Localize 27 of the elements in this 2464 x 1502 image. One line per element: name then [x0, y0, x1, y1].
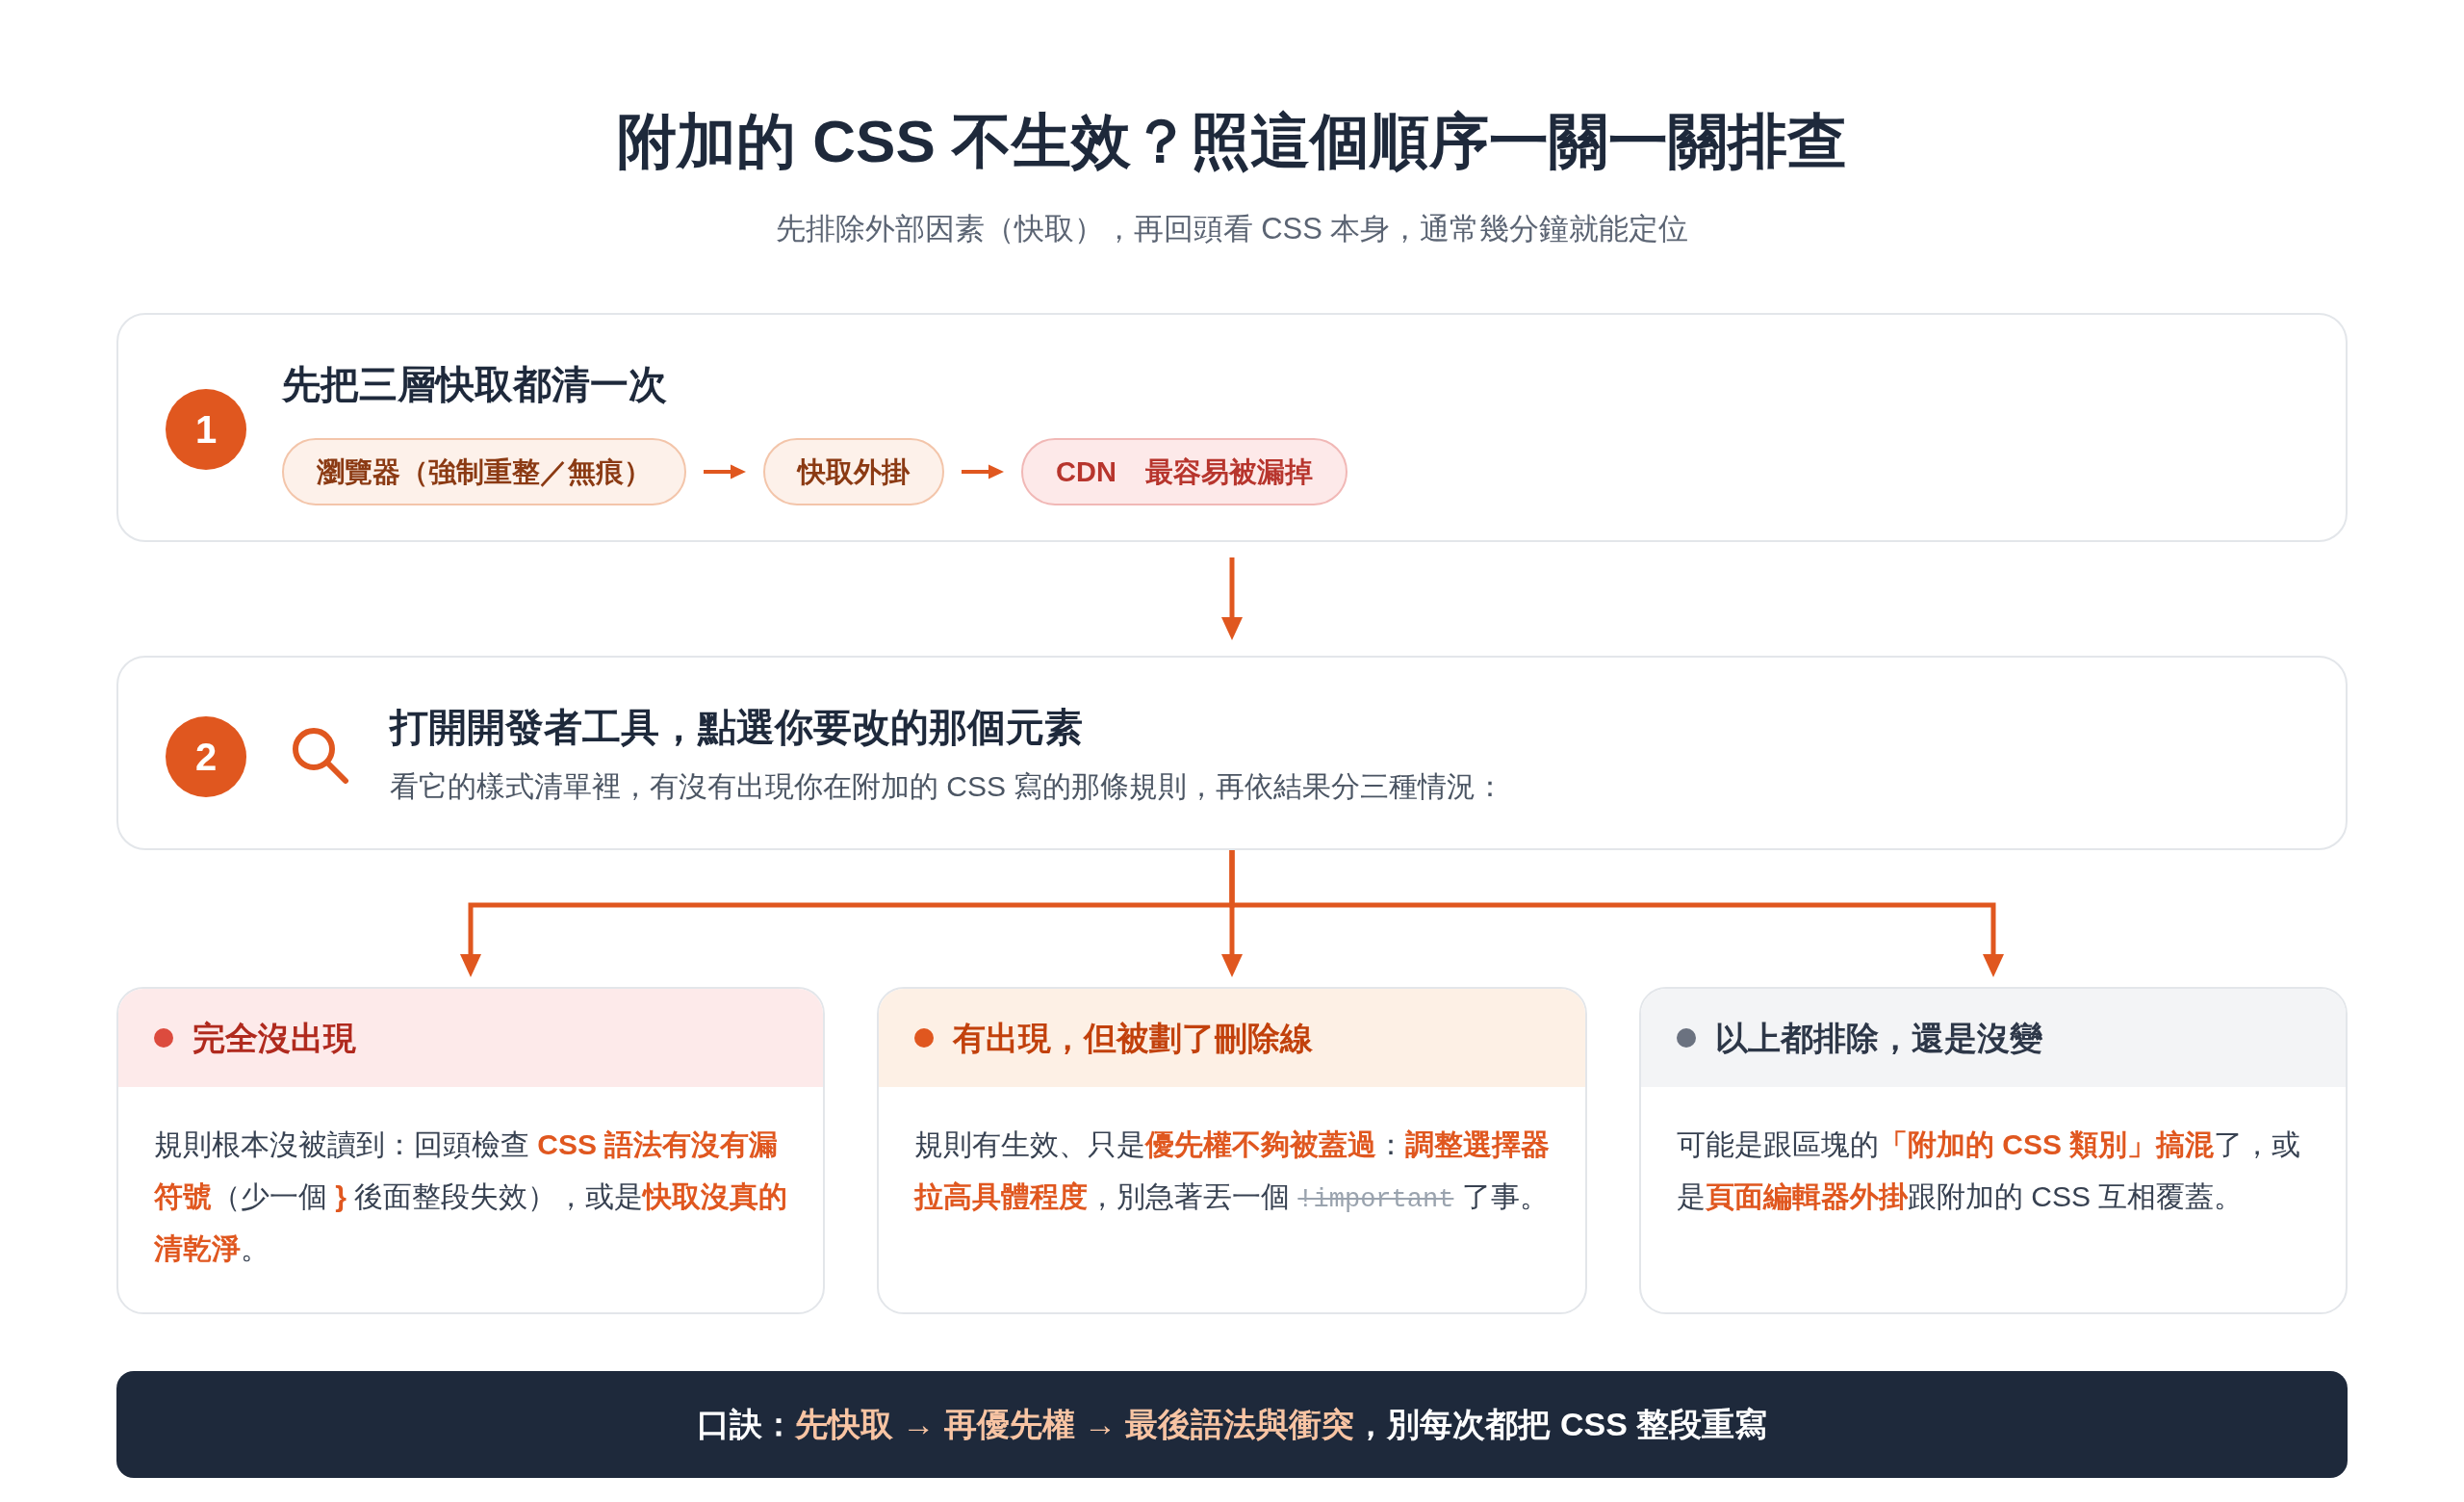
arrow — [1229, 850, 2004, 977]
card-text: 可能是跟區塊的「附加的 CSS 類別」搞混了，或是頁面編輯器外掛跟附加的 CSS 互相覆蓋。 — [1677, 1127, 2302, 1214]
subtitle: 先排除外部因素（快取），再回頭看 CSS 本身，通常幾分鐘就能定位 — [774, 211, 1690, 247]
arrow — [704, 464, 746, 479]
tag-label: CDN — [1056, 456, 1116, 487]
arrow — [1221, 557, 1243, 640]
step-description: 看它的樣式清單裡，有沒有出現你在附加的 CSS 寫的那條規則，再依結果分三種情況： — [390, 769, 1505, 804]
card-text: 規則根本沒被讀到：回頭檢查 CSS 語法有沒有漏符號（少一個 } 後面整段失效），或是快取沒真的清乾淨。 — [154, 1127, 789, 1266]
step-panel — [116, 313, 2348, 542]
card-heading: 以上都排除，還是沒變 — [1715, 1019, 2042, 1058]
tag-pill: 快取外掛 — [763, 438, 944, 505]
step-panel — [116, 656, 2348, 850]
card-heading: 有出現，但被劃了刪除線 — [953, 1019, 1313, 1058]
step-number-badge: 1 — [166, 389, 246, 470]
step-heading: 打開開發者工具，點選你要改的那個元素 — [390, 705, 1083, 750]
tag-note: 最容易被漏掉 — [1144, 456, 1313, 487]
step-number-badge: 2 — [166, 716, 246, 797]
summary-banner: 口訣：先快取 → 再優先權 → 最後語法與衝突，別每次都把 CSS 整段重寫 — [116, 1371, 2348, 1478]
tag-pill: 瀏覽器（強制重整／無痕） — [282, 438, 686, 505]
card-text: 規則有生效、只是優先權不夠被蓋過：調整選擇器拉高具體程度，別急著丟一個 !important 了事。 — [914, 1127, 1551, 1216]
arrow — [962, 464, 1004, 479]
result-card — [877, 987, 1587, 1314]
title: 附加的 CSS 不生效？照這個順序一關一關排查 — [616, 107, 1848, 176]
step-heading: 先把三層快取都清一次 — [282, 362, 667, 407]
result-card — [1639, 987, 2348, 1314]
result-card — [116, 987, 825, 1314]
card-heading: 完全沒出現 — [192, 1019, 356, 1058]
